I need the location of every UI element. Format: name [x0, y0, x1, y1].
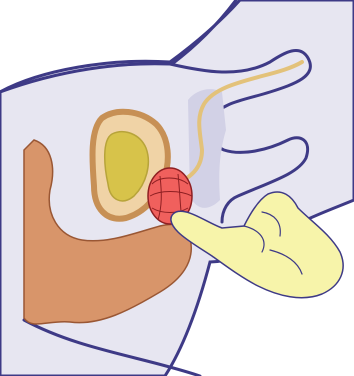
anatomy-illustration: [0, 0, 354, 376]
anatomy-svg: [0, 0, 354, 376]
